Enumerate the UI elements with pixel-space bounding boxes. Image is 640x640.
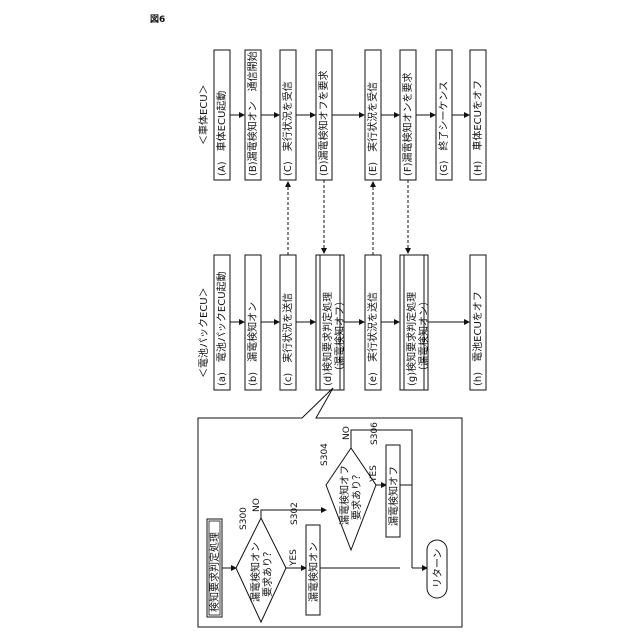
- battery-box-b-label: (b) 漏電検知オン: [246, 302, 259, 386]
- vehicle-box-D: (D)漏電検知オフを要求: [316, 50, 332, 180]
- yes-label-1: YES: [289, 549, 299, 567]
- vehicle-ecu-column: ＜車体ECU＞ (A) 車体ECU起動 (B)漏電検知オン 通信開始 (C) 実…: [197, 50, 486, 180]
- vehicle-box-C-label: (C) 実行状況を受信: [281, 81, 294, 176]
- vehicle-ecu-header: ＜車体ECU＞: [197, 84, 210, 145]
- vehicle-box-H-label: (H) 車体ECUをオフ: [471, 80, 484, 176]
- battery-box-e-label: (e) 実行状況を送信: [366, 292, 379, 386]
- decision-2-line2: 要求あり？: [351, 470, 363, 520]
- vehicle-box-E-label: (E) 実行状況を受信: [366, 82, 379, 176]
- battery-box-g-note: （漏電検知オン）: [417, 296, 430, 376]
- vehicle-box-B: (B)漏電検知オン 通信開始: [245, 50, 261, 180]
- flowchart-title: 検知要求判定処理: [208, 532, 221, 612]
- flowchart-callout: 検知要求判定処理 漏電検知オン 要求あり？ S300 NO YES 漏電検知オン…: [198, 388, 462, 627]
- battery-box-a: (a) 電池パックECU起動: [214, 255, 230, 390]
- battery-box-c: (c) 実行状況を送信: [280, 255, 296, 390]
- no-label-1: NO: [252, 498, 262, 512]
- vehicle-box-G: (G) 終了シーケンス: [436, 50, 452, 180]
- step-s304: S304: [320, 443, 330, 466]
- battery-box-h: (h) 電池ECUをオフ: [470, 255, 486, 390]
- vehicle-box-D-label: (D)漏電検知オフを要求: [317, 70, 330, 176]
- vehicle-box-C: (C) 実行状況を受信: [280, 50, 296, 180]
- battery-box-g: (g)検知要求判定処理 （漏電検知オン）: [400, 255, 430, 390]
- battery-box-h-label: (h) 電池ECUをオフ: [471, 291, 484, 386]
- callout-frame: [198, 388, 462, 627]
- battery-ecu-header: ＜電池パックECU＞: [197, 287, 210, 378]
- step-s306: S306: [370, 422, 380, 445]
- vehicle-box-A-label: (A) 車体ECU起動: [215, 91, 228, 176]
- vehicle-box-G-label: (G) 終了シーケンス: [437, 81, 450, 176]
- decision-1-line2: 要求あり？: [262, 547, 274, 597]
- vehicle-box-H: (H) 車体ECUをオフ: [470, 50, 486, 180]
- battery-box-g-label: (g)検知要求判定処理: [405, 292, 418, 386]
- battery-box-a-label: (a) 電池パックECU起動: [215, 271, 228, 386]
- battery-box-d: (d)検知要求判定処理 （漏電検知オフ）: [316, 255, 346, 390]
- no-label-2: NO: [342, 426, 352, 440]
- yes-label-2: YES: [369, 465, 379, 483]
- step-s302: S302: [290, 502, 300, 525]
- vehicle-box-E: (E) 実行状況を受信: [365, 50, 381, 180]
- vehicle-box-B-label: (B)漏電検知オン 通信開始: [246, 51, 259, 176]
- step-s300: S300: [239, 507, 249, 530]
- battery-box-e: (e) 実行状況を送信: [365, 255, 381, 390]
- process-1-label: 漏電検知オン: [307, 542, 320, 602]
- battery-box-d-label: (d)検知要求判定処理: [321, 292, 334, 386]
- process-2-label: 漏電検知オフ: [387, 466, 400, 526]
- decision-2-line1: 漏電検知オフ: [338, 465, 351, 525]
- vehicle-box-F-label: (F)漏電検知オンを要求: [401, 72, 414, 176]
- return-label: リターン: [432, 549, 444, 589]
- battery-ecu-column: ＜電池パックECU＞ (a) 電池パックECU起動 (b) 漏電検知オン (c)…: [197, 255, 486, 390]
- communication-arrows: [288, 180, 408, 255]
- battery-box-c-label: (c) 実行状況を送信: [281, 293, 294, 386]
- vehicle-box-F: (F)漏電検知オンを要求: [400, 50, 416, 180]
- decision-1-line1: 漏電検知オン: [249, 542, 262, 602]
- vehicle-box-A: (A) 車体ECU起動: [214, 50, 230, 180]
- battery-box-b: (b) 漏電検知オン: [245, 255, 261, 390]
- battery-box-d-note: （漏電検知オフ）: [333, 296, 346, 376]
